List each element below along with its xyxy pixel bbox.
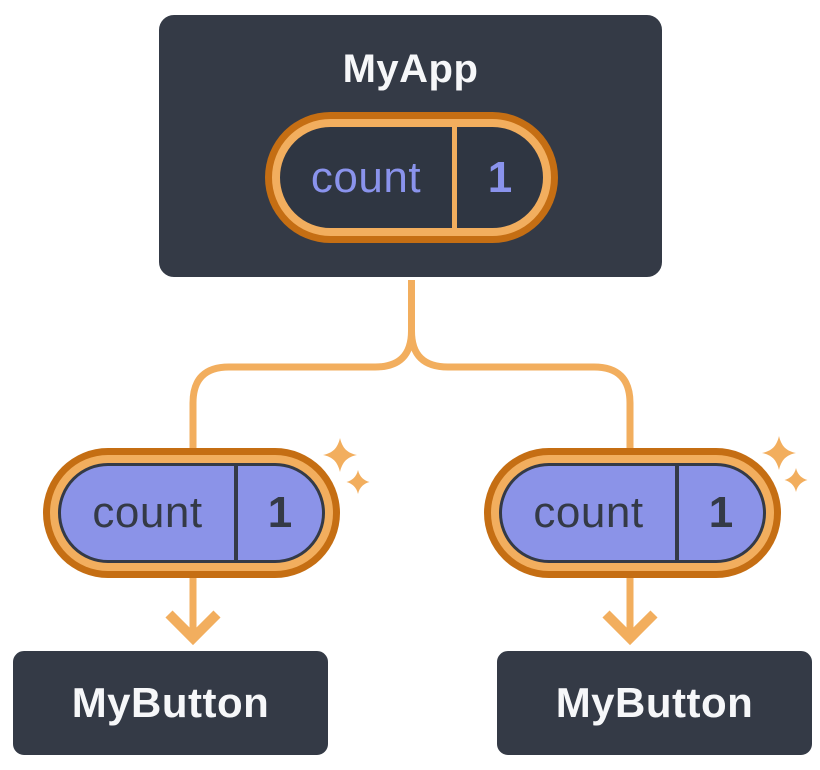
component-title: MyApp — [342, 47, 479, 91]
component-node-mybutton-right: MyButton — [494, 648, 815, 758]
sparkle-icon — [323, 438, 370, 494]
component-title: MyButton — [71, 679, 270, 726]
arrow-down-right-icon — [602, 610, 658, 646]
state-value-cell: 1 — [457, 127, 543, 228]
component-node-mybutton-left: MyButton — [10, 648, 331, 758]
sparkle-icon — [762, 436, 808, 492]
prop-pill-left-count: count 1 — [58, 463, 325, 563]
prop-value-cell: 1 — [679, 466, 763, 560]
component-title: MyButton — [555, 679, 754, 726]
prop-value-cell: 1 — [238, 466, 322, 560]
connector-left-branch — [189, 278, 415, 640]
prop-name: count — [533, 488, 644, 537]
state-pill-myapp-count: count 1 — [272, 119, 551, 236]
state-value: 1 — [487, 152, 513, 202]
prop-name: count — [92, 488, 203, 537]
pill-divider — [452, 127, 457, 228]
connector-right-branch — [408, 278, 634, 640]
pill-divider — [234, 466, 238, 560]
prop-name-cell: count — [502, 466, 675, 560]
prop-name-cell: count — [61, 466, 234, 560]
prop-pill-right-count: count 1 — [499, 463, 766, 563]
state-name: count — [310, 152, 422, 202]
arrow-down-left-icon — [165, 610, 221, 646]
prop-value: 1 — [267, 488, 293, 537]
state-name-cell: count — [280, 127, 452, 228]
prop-value: 1 — [708, 488, 734, 537]
pill-divider — [675, 466, 679, 560]
